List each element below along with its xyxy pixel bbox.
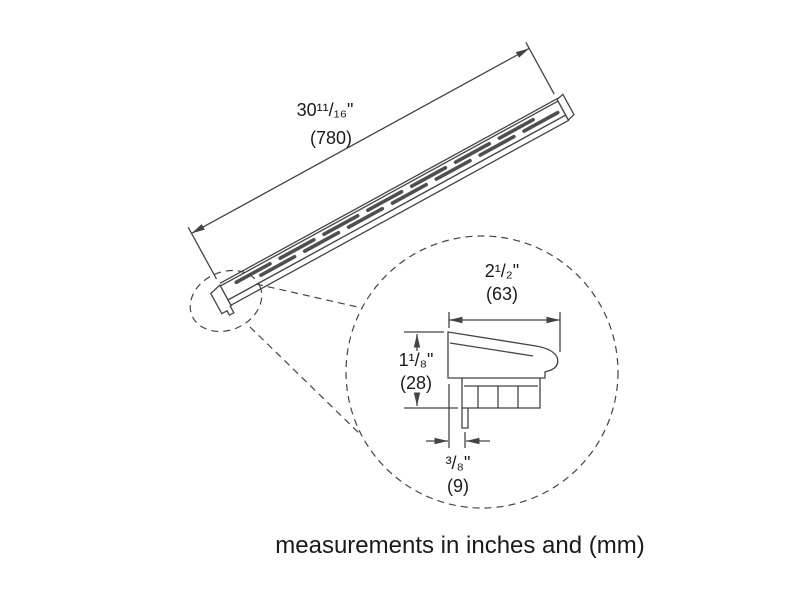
callout-ellipse — [189, 269, 263, 333]
callout-leader-upper — [255, 283, 363, 309]
cross-section-profile — [447, 331, 559, 429]
vent-slots-row-1 — [234, 117, 535, 285]
lip-dimension: ³/₈" (9) — [426, 384, 490, 496]
extension-line-left — [187, 226, 218, 280]
strip-left-end-cap — [209, 284, 235, 317]
detail-circle — [345, 235, 619, 509]
width-dimension-inches: 2¹/₂" — [485, 261, 519, 281]
length-dimension-inches: 30¹¹/₁₆" — [297, 100, 354, 120]
width-dimension: 2¹/₂" (63) — [448, 261, 561, 352]
vent-slot — [259, 254, 297, 277]
vent-slots-row-2 — [259, 110, 560, 277]
vent-slot — [278, 237, 316, 261]
vent-slot — [522, 110, 560, 133]
lip-dimension-mm: (9) — [447, 476, 469, 496]
extension-line-right — [525, 41, 555, 95]
callout-leader-lower — [249, 326, 363, 437]
length-dimension-lines — [187, 41, 555, 280]
height-dimension-mm: (28) — [400, 373, 432, 393]
lip-dimension-inches: ³/₈" — [446, 453, 471, 473]
height-dimension: 1¹/₈" (28) — [399, 331, 458, 409]
vent-slot — [302, 230, 341, 253]
units-caption: measurements in inches and (mm) — [275, 532, 644, 559]
profile-channel-outline — [461, 378, 541, 429]
width-dimension-mm: (63) — [486, 284, 518, 304]
profile-cap-inner-line — [449, 342, 534, 357]
strip-right-end-cap — [556, 93, 575, 121]
dimension-line-length — [191, 47, 530, 234]
vent-strip-group — [187, 41, 575, 317]
vent-slot — [234, 261, 272, 285]
height-dimension-inches: 1¹/₈" — [399, 350, 434, 370]
length-dimension-mm: (780) — [310, 128, 352, 148]
profile-cap-outline — [447, 331, 559, 379]
